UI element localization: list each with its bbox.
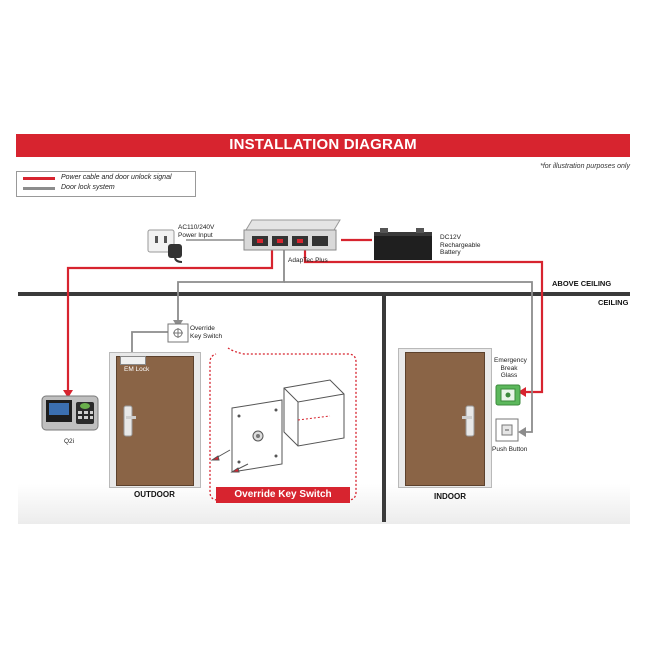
power-input-label: AC110/240V Power Input	[178, 224, 215, 239]
push-button-label: Push Button	[492, 446, 528, 453]
power-supply-icon	[243, 219, 341, 251]
title-underline	[16, 155, 630, 157]
lock-line-emlock	[131, 331, 168, 356]
legend-label-power: Power cable and door unlock signal	[61, 174, 172, 181]
outdoor-label: OUTDOOR	[134, 490, 175, 499]
above-ceiling-label: ABOVE CEILING	[552, 279, 612, 288]
biometric-reader-icon	[41, 395, 99, 431]
arrow-pushbutton	[518, 427, 526, 437]
controller-label: AdapTec Plus	[288, 257, 328, 264]
em-lock-icon	[120, 356, 146, 365]
indoor-label: INDOOR	[434, 492, 466, 501]
push-button-icon	[495, 418, 519, 442]
battery-icon	[374, 228, 432, 260]
switch-callout	[209, 347, 357, 501]
arrow-emergency	[518, 387, 526, 397]
break-glass-icon	[495, 384, 521, 406]
door-handle-indoor	[462, 405, 475, 437]
power-line-emergency	[303, 250, 544, 394]
override-switch-label: Override Key Switch	[190, 325, 223, 340]
door-handle-outdoor	[123, 405, 136, 437]
page-title: INSTALLATION DIAGRAM	[229, 136, 417, 153]
override-key-switch-title: Override Key Switch	[216, 487, 350, 503]
ceiling-label: CEILING	[598, 298, 629, 307]
power-line-reader	[66, 250, 274, 392]
title-banner	[16, 134, 630, 156]
key-switch-exploded	[210, 379, 345, 473]
ceiling-line	[18, 292, 630, 296]
emergency-glass-label: Emergency Break Glass	[494, 357, 527, 379]
reader-label: Q2i	[64, 438, 75, 445]
lock-line-pushbutton	[284, 281, 533, 433]
em-lock-label: EM Lock	[124, 366, 150, 373]
legend-label-lock: Door lock system	[61, 184, 115, 191]
wall-socket-icon	[147, 229, 183, 263]
dividing-wall	[382, 296, 386, 522]
key-switch-icon	[167, 323, 189, 343]
illustration-note: *for illustration purposes only	[540, 163, 630, 170]
arrow-reader	[63, 390, 73, 398]
legend: Power cable and door unlock signal Door …	[16, 171, 196, 197]
legend-swatch-lock	[23, 187, 55, 190]
battery-label: DC12V Rechargeable Battery	[440, 234, 481, 256]
legend-swatch-power	[23, 177, 55, 180]
lock-line-switch	[177, 250, 285, 322]
